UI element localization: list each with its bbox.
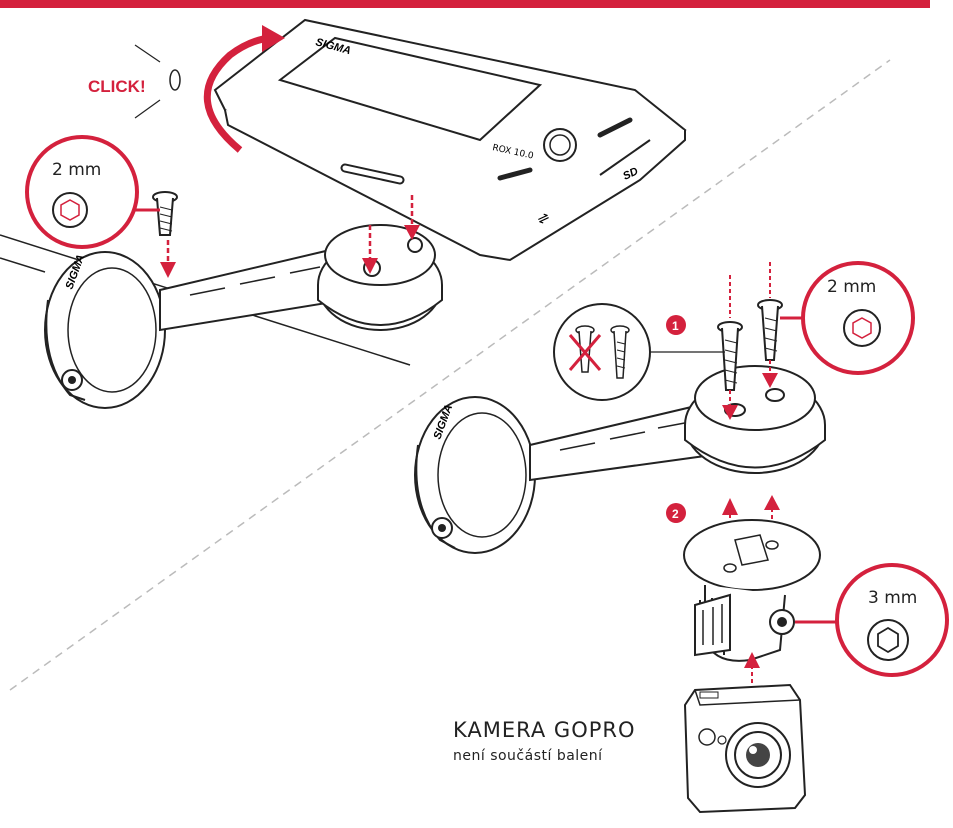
device-sd-label: SD [621,165,640,182]
step-number-1: 1 [672,319,679,333]
bike-computer-device: SIGMA ROX 10.0 SD ⇌ [213,18,687,262]
correct-screw-icon [610,325,630,379]
screw-top [152,191,178,236]
handlebar-clamp-2: SIGMA [414,396,536,554]
hex-size-label-top-left: 2 mm [52,160,101,180]
handlebar-clamp: SIGMA [44,251,166,409]
camera-small-lens [698,728,716,746]
mount-head-2 [684,365,826,474]
wrong-screw-callout [553,303,725,401]
mount-head [317,224,443,331]
hex-key-callout-top-left: 2 mm [25,135,160,249]
device-screen [277,36,543,142]
mount-arm-2 [529,403,714,482]
click-indicator: CLICK! [88,44,181,119]
hex-icon [877,626,899,654]
hex-size-label-top-right: 2 mm [827,277,876,297]
click-label: CLICK! [88,77,146,96]
hex-key-callout-bottom-right: 3 mm [795,563,949,677]
hex-icon [852,317,872,339]
screw-left [717,321,743,391]
device-assembly-top: SIGMA SIGMA ROX 10.0 [0,18,687,409]
hex-icon [60,199,80,221]
wrong-screw-icon [568,325,602,373]
gopro-mount-assembly: SIGMA [414,261,949,814]
hex-size-label-bottom-right: 3 mm [868,588,917,608]
rotate-arrow [203,34,271,153]
gopro-subtitle: není součástí balení [453,748,603,764]
gopro-camera [683,683,807,814]
step-badge-2: 2 [666,503,686,523]
step-badge-1: 1 [666,315,686,335]
top-accent-bar [0,0,930,8]
screw-right [757,299,783,361]
step-number-2: 2 [672,507,679,521]
section-divider [9,59,891,691]
gopro-adapter [683,519,821,662]
hex-key-callout-top-right: 2 mm [780,261,915,375]
gopro-title: KAMERA GOPRO [453,718,636,742]
